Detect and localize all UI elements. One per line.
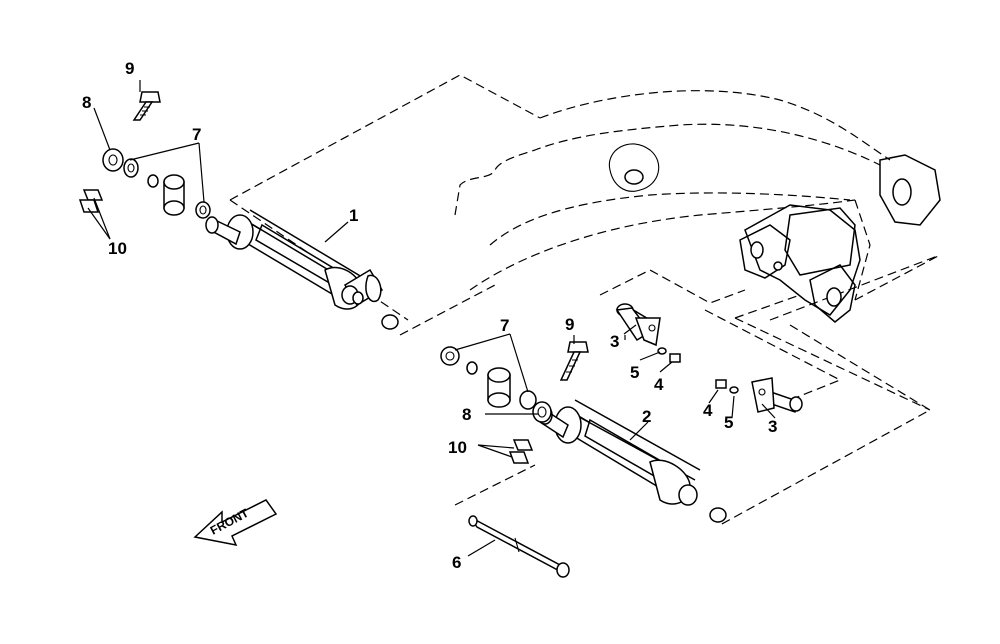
leader-lines <box>87 80 776 557</box>
callout-3-upper: 3 <box>610 332 619 351</box>
callout-5-right: 5 <box>724 413 733 432</box>
callout-8-lower: 8 <box>462 405 471 424</box>
callout-9-upper: 9 <box>125 59 134 78</box>
callout-2: 2 <box>642 407 651 426</box>
callout-7-upper: 7 <box>192 125 201 144</box>
callout-6: 6 <box>452 553 461 572</box>
lower-hardware <box>440 341 589 464</box>
front-arrow: FRONT <box>193 499 278 547</box>
boom-bracket <box>608 143 941 323</box>
callouts: 9 8 7 1 10 7 9 3 5 4 8 2 4 5 3 10 6 <box>82 59 777 572</box>
callout-9-lower: 9 <box>565 315 574 334</box>
boom-outline <box>229 74 941 526</box>
front-label: FRONT <box>208 506 252 538</box>
callout-4-upper: 4 <box>654 375 664 394</box>
cylinder-1 <box>205 209 384 310</box>
pin-assemblies <box>615 303 803 413</box>
upper-hardware <box>78 91 399 330</box>
cylinder-2 <box>537 399 727 523</box>
pin-6 <box>468 515 570 578</box>
callout-10-lower: 10 <box>448 438 467 457</box>
callout-5-upper: 5 <box>630 363 639 382</box>
callout-4-right: 4 <box>703 401 713 420</box>
callout-7-lower: 7 <box>500 316 509 335</box>
callout-8-upper: 8 <box>82 93 91 112</box>
callout-10-upper: 10 <box>108 239 127 258</box>
callout-1: 1 <box>349 206 358 225</box>
callout-3-right: 3 <box>768 417 777 436</box>
